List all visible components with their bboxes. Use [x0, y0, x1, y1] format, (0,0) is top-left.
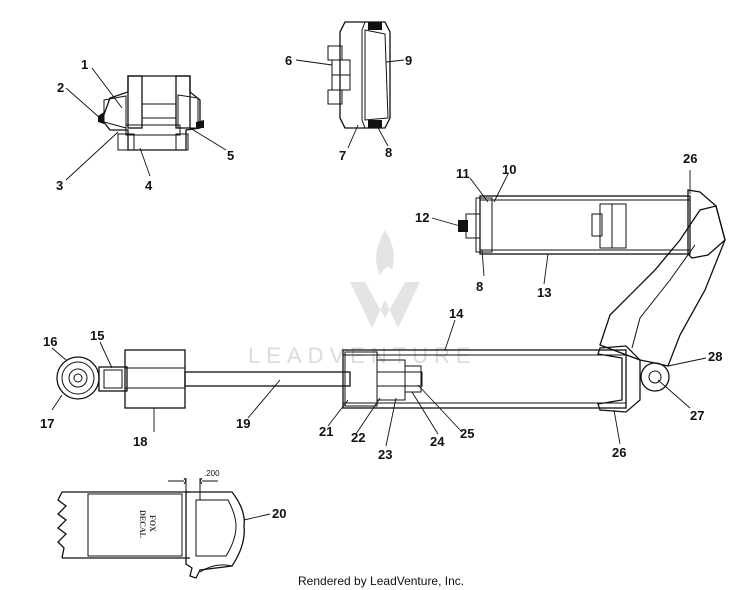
bushing-assembly [98, 75, 204, 151]
leader-lines [51, 59, 707, 521]
callout-12: 12 [415, 210, 429, 225]
callout-4: 4 [145, 178, 153, 193]
eyelet-shaft-assembly [56, 349, 351, 409]
callout-16: 16 [43, 334, 57, 349]
callout-7: 7 [339, 148, 346, 163]
callout-10: 10 [502, 162, 516, 177]
dimension-label: .200 [204, 469, 220, 478]
callout-9: 9 [405, 53, 412, 68]
decal-text-fox: FOX [148, 515, 157, 532]
callout-2: 2 [57, 80, 64, 95]
callout-1: 1 [81, 57, 88, 72]
decal-text-decal: DECAL [138, 510, 147, 538]
callout-18: 18 [133, 434, 147, 449]
callouts: 1 2 3 4 5 6 7 8 9 10 11 12 8 13 26 14 16… [40, 53, 722, 521]
callout-22: 22 [351, 430, 365, 445]
watermark: LEADVENTURE [248, 230, 471, 368]
callout-5: 5 [227, 148, 234, 163]
callout-13: 13 [537, 285, 551, 300]
callout-3: 3 [56, 178, 63, 193]
reservoir-assembly [458, 189, 726, 259]
callout-20: 20 [272, 506, 286, 521]
callout-15: 15 [90, 328, 104, 343]
callout-6: 6 [285, 53, 292, 68]
piston-assembly [327, 21, 391, 129]
callout-19: 19 [236, 416, 250, 431]
callout-11: 11 [456, 166, 470, 181]
callout-14: 14 [449, 306, 464, 321]
callout-27: 27 [690, 408, 704, 423]
callout-24: 24 [430, 434, 445, 449]
footer-credit: Rendered by LeadVenture, Inc. [298, 574, 464, 588]
callout-25: 25 [460, 426, 474, 441]
callout-21: 21 [319, 424, 333, 439]
callout-26-bottom: 26 [612, 445, 626, 460]
shock-body-assembly [342, 205, 726, 413]
callout-8: 8 [385, 145, 392, 160]
callout-28: 28 [708, 349, 722, 364]
decal-detail: .200 FOX DECAL [57, 469, 245, 579]
callout-8-reservoir: 8 [476, 279, 483, 294]
callout-17: 17 [40, 416, 54, 431]
callout-23: 23 [378, 447, 392, 462]
callout-26-top: 26 [683, 151, 697, 166]
